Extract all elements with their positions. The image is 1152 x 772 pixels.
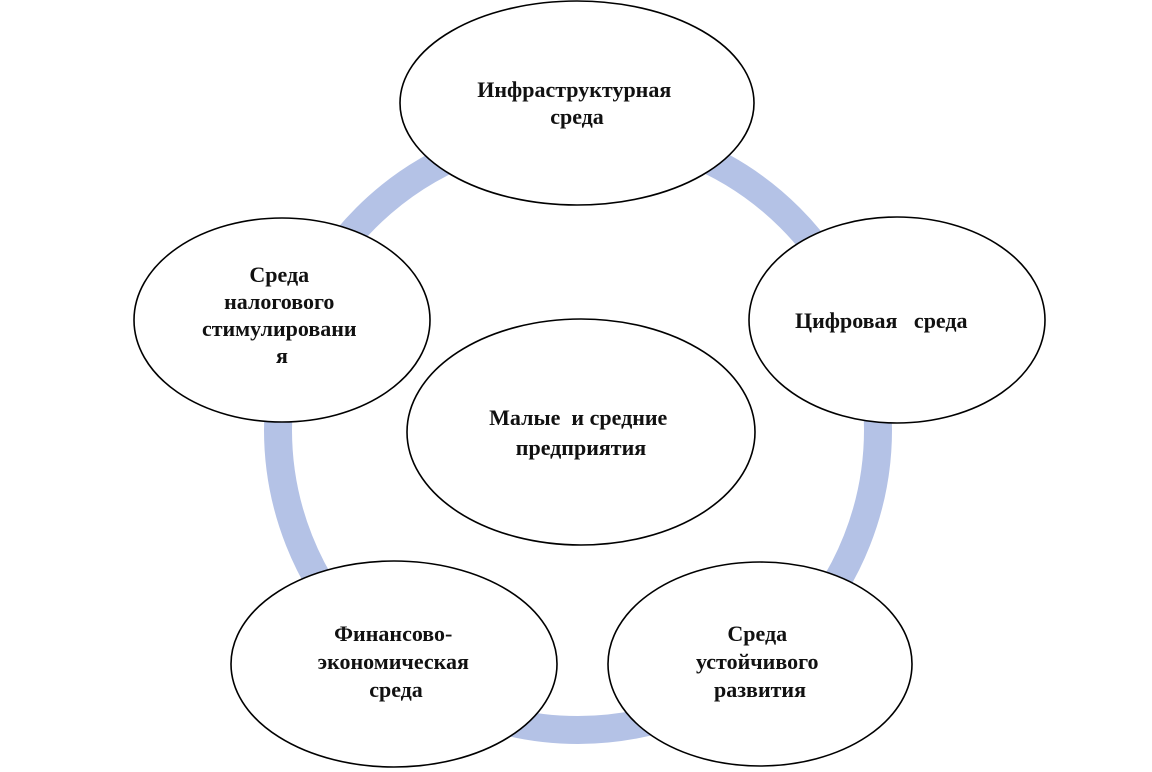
financial-line-1: Финансово- xyxy=(334,621,452,646)
infrastructure-line-2: среда xyxy=(550,104,604,129)
node-tax-ellipse xyxy=(133,217,431,423)
node-sustainable-ellipse xyxy=(607,561,913,767)
tax-line-3: стимулировани xyxy=(202,316,357,341)
node-tax-label: Среда налогового стимулировани я xyxy=(202,262,362,368)
center-line-2: предприятия xyxy=(516,435,646,460)
node-financial-ellipse xyxy=(230,560,558,768)
tax-line-4: я xyxy=(276,343,288,368)
center-node: Малые и средние предприятия xyxy=(406,318,756,546)
node-tax: Среда налогового стимулировани я xyxy=(133,217,431,423)
node-infrastructure: Инфраструктурная среда xyxy=(399,0,755,206)
node-digital-ellipse xyxy=(748,216,1046,424)
financial-line-3: среда xyxy=(369,677,423,702)
center-node-ellipse xyxy=(406,318,756,546)
sustainable-line-2: устойчивого xyxy=(696,649,819,674)
center-node-label: Малые и средние предприятия xyxy=(489,405,673,460)
digital-line-1: Цифровая среда xyxy=(795,308,968,333)
node-sustainable-label: Среда устойчивого развития xyxy=(696,621,824,702)
node-infrastructure-label: Инфраструктурная среда xyxy=(477,77,677,129)
node-financial: Финансово- экономическая среда xyxy=(230,560,558,768)
center-line-1: Малые и средние xyxy=(489,405,667,430)
sustainable-line-1: Среда xyxy=(727,621,787,646)
tax-line-1: Среда xyxy=(249,262,309,287)
financial-line-2: экономическая xyxy=(318,649,469,674)
node-infrastructure-ellipse xyxy=(399,0,755,206)
node-financial-label: Финансово- экономическая среда xyxy=(318,621,475,702)
infrastructure-line-1: Инфраструктурная xyxy=(477,77,671,102)
node-digital-label: Цифровая среда xyxy=(795,308,995,333)
node-digital: Цифровая среда xyxy=(748,216,1046,424)
sustainable-line-3: развития xyxy=(714,677,806,702)
node-sustainable: Среда устойчивого развития xyxy=(607,561,913,767)
tax-line-2: налогового xyxy=(224,289,334,314)
